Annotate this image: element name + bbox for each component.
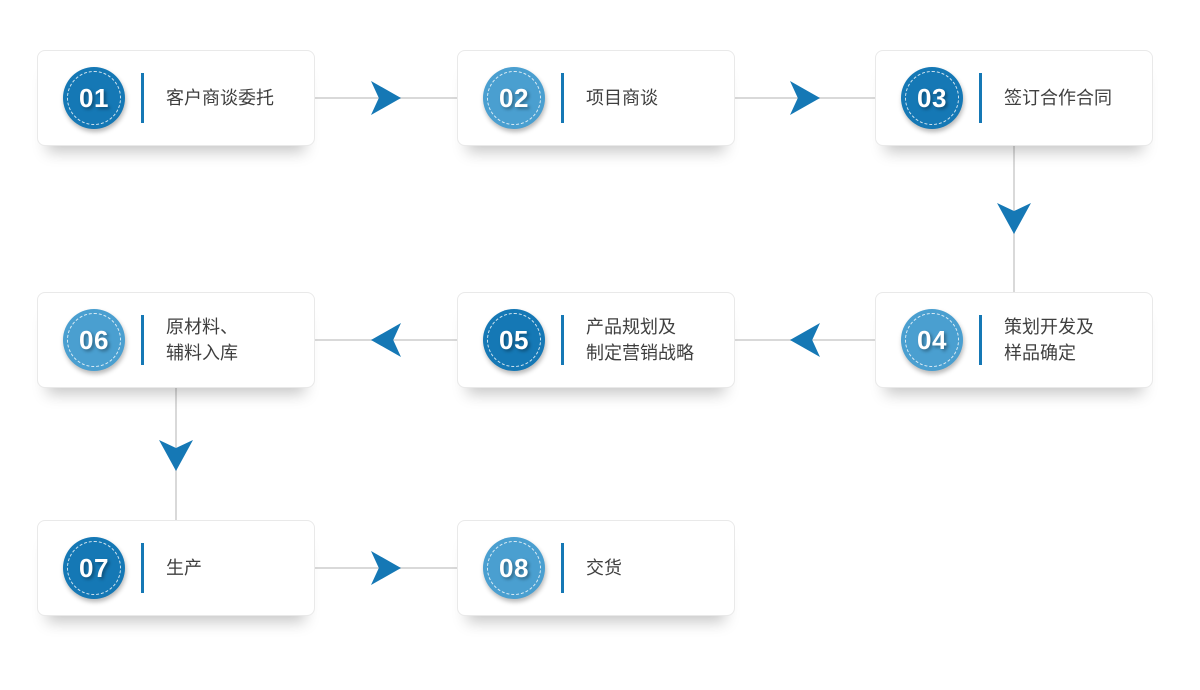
step-label: 产品规划及 制定营销战略 bbox=[586, 316, 694, 363]
vertical-divider bbox=[141, 315, 144, 365]
step-label: 交货 bbox=[586, 557, 622, 578]
flow-step-card-7: 07 生产 bbox=[37, 520, 315, 616]
step-label: 签订合作合同 bbox=[1004, 87, 1112, 108]
vertical-divider bbox=[561, 543, 564, 593]
vertical-divider bbox=[141, 73, 144, 123]
step-number: 02 bbox=[499, 82, 529, 113]
flow-step-card-4: 04 策划开发及 样品确定 bbox=[875, 292, 1153, 388]
step-number: 03 bbox=[917, 82, 947, 113]
dashed-ring bbox=[67, 541, 121, 595]
vertical-divider bbox=[561, 315, 564, 365]
step-number-badge: 07 bbox=[63, 537, 125, 599]
step-number: 05 bbox=[499, 324, 529, 355]
step-number-badge: 01 bbox=[63, 67, 125, 129]
step-number-badge: 06 bbox=[63, 309, 125, 371]
flow-step-card-1: 01 客户商谈委托 bbox=[37, 50, 315, 146]
flow-step-card-3: 03 签订合作合同 bbox=[875, 50, 1153, 146]
vertical-divider bbox=[561, 73, 564, 123]
dashed-ring bbox=[905, 71, 959, 125]
dashed-ring bbox=[487, 313, 541, 367]
vertical-divider bbox=[979, 315, 982, 365]
step-label: 生产 bbox=[166, 557, 202, 578]
flow-step-card-6: 06 原材料、 辅料入库 bbox=[37, 292, 315, 388]
vertical-divider bbox=[979, 73, 982, 123]
step-label: 客户商谈委托 bbox=[166, 87, 274, 108]
step-number-badge: 05 bbox=[483, 309, 545, 371]
step-number: 06 bbox=[79, 324, 109, 355]
flow-step-card-8: 08 交货 bbox=[457, 520, 735, 616]
step-number: 01 bbox=[79, 82, 109, 113]
step-number-badge: 04 bbox=[901, 309, 963, 371]
flow-step-card-2: 02 项目商谈 bbox=[457, 50, 735, 146]
step-number-badge: 03 bbox=[901, 67, 963, 129]
dashed-ring bbox=[487, 71, 541, 125]
vertical-divider bbox=[141, 543, 144, 593]
step-number-badge: 08 bbox=[483, 537, 545, 599]
step-label: 项目商谈 bbox=[586, 87, 658, 108]
step-label: 策划开发及 样品确定 bbox=[1004, 316, 1094, 363]
dashed-ring bbox=[905, 313, 959, 367]
step-number: 04 bbox=[917, 324, 947, 355]
dashed-ring bbox=[487, 541, 541, 595]
step-number: 08 bbox=[499, 552, 529, 583]
step-number-badge: 02 bbox=[483, 67, 545, 129]
step-number: 07 bbox=[79, 552, 109, 583]
dashed-ring bbox=[67, 71, 121, 125]
dashed-ring bbox=[67, 313, 121, 367]
flow-step-card-5: 05 产品规划及 制定营销战略 bbox=[457, 292, 735, 388]
step-label: 原材料、 辅料入库 bbox=[166, 316, 238, 363]
